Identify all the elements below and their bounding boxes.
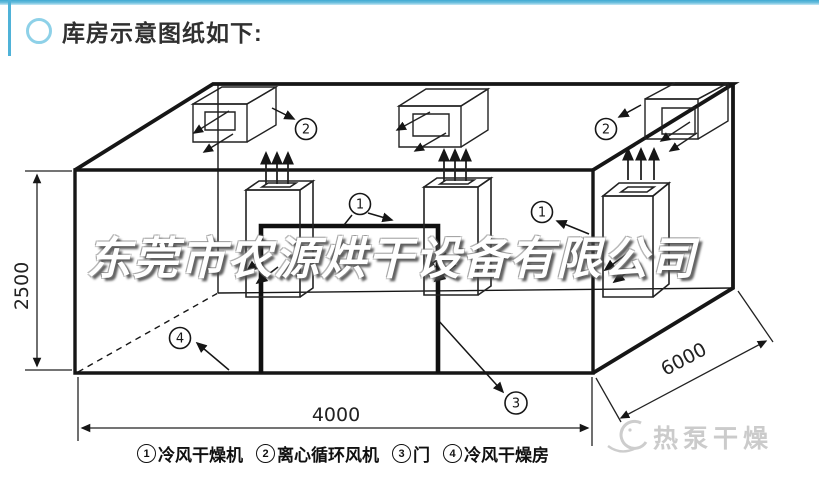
svg-text:3: 3 [512,397,520,412]
dim-height-label: 2500 [11,262,33,310]
dryer-unit-left [243,150,316,298]
dryer-unit-middle [421,147,494,296]
legend-label-3: 门 [413,446,430,465]
floor-edge-dashed-line [77,292,219,373]
svg-text:1: 1 [356,198,364,213]
left-accent-border [8,0,11,56]
dim-width-label: 4000 [312,404,360,426]
circle-bullet-icon [26,18,52,44]
callout-2-right: 2 [594,117,618,141]
callout-2-left: 2 [294,117,318,141]
callout-3: 3 [504,391,528,415]
door-opening [258,223,441,373]
callout-1-left: 1 [348,192,372,216]
legend-item-door: 3 门 [392,441,430,466]
roof-fan-right [644,81,729,152]
page-header: 库房示意图纸如下: [26,14,263,48]
svg-text:4: 4 [176,332,184,347]
brand-watermark-text: 热泵干燥 [653,425,774,453]
legend-label-2: 离心循环风机 [277,446,379,465]
roof-fan-middle [395,87,491,152]
callout-leaders [195,104,642,394]
legend-item-room: 4 冷风干燥房 [443,441,549,466]
legend-item-dryer: 1 冷风干燥机 [137,441,243,466]
callout-1-right: 1 [530,200,554,224]
svg-text:2: 2 [602,123,610,138]
brand-logo-icon [607,419,648,453]
legend-num-2-icon: 2 [256,444,275,463]
diagram-legend: 1 冷风干燥机 2 离心循环风机 3 门 4 冷风干燥房 [137,441,549,466]
legend-label-4: 冷风干燥房 [464,446,549,465]
legend-label-1: 冷风干燥机 [158,446,243,465]
svg-text:2: 2 [302,123,310,138]
legend-item-fan: 2 离心循环风机 [256,441,379,466]
legend-num-1-icon: 1 [137,444,156,463]
legend-num-3-icon: 3 [392,444,411,463]
svg-text:1: 1 [538,206,546,221]
roof-fan-left [190,85,279,153]
callout-4: 4 [168,326,192,350]
dimension-height-2500: 2500 [11,170,72,371]
dryer-unit-right [600,146,672,298]
callout-bubbles: 2 2 1 1 3 4 [168,117,618,415]
page-title: 库房示意图纸如下: [62,20,263,46]
top-accent-border [0,0,819,5]
dimension-width-4000: 4000 [77,377,593,446]
legend-num-4-icon: 4 [443,444,462,463]
